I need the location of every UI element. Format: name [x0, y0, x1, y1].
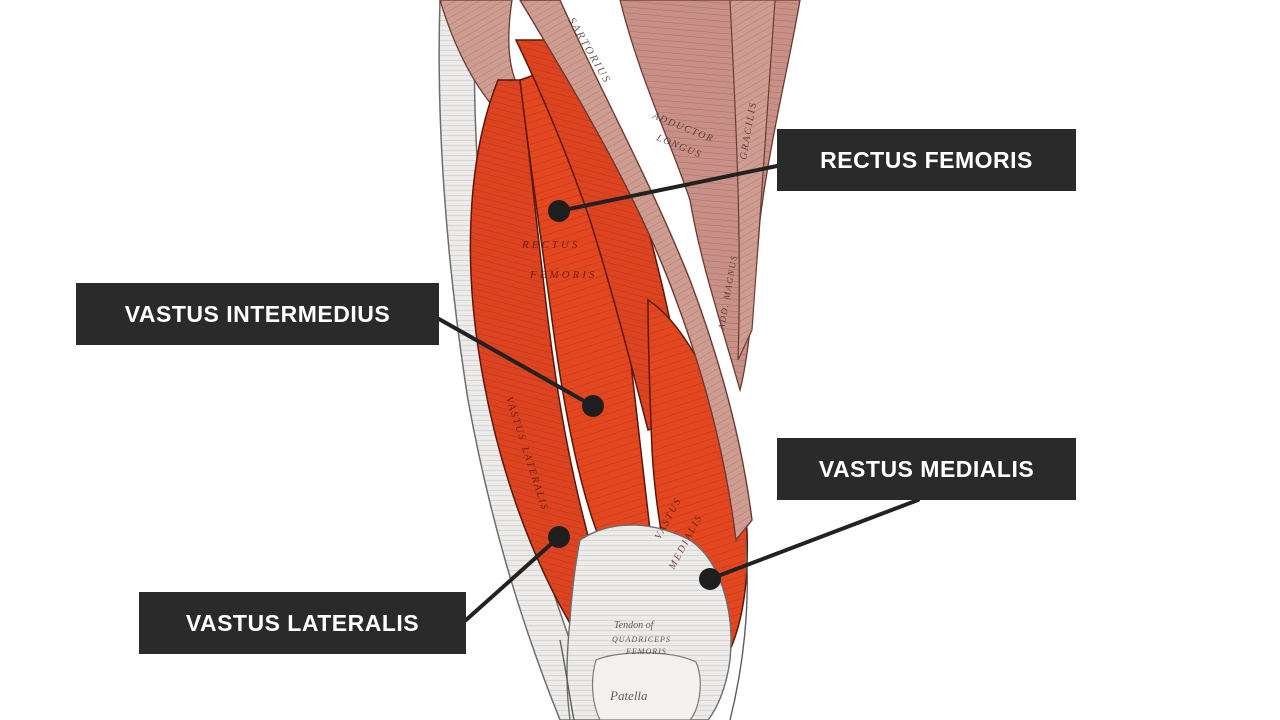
leader-line-vastus-medialis: [708, 498, 920, 581]
label-vastus-medialis-text: VASTUS MEDIALIS: [818, 455, 1035, 482]
pointer-dot-vastus-lateralis: [548, 526, 570, 548]
patella: [591, 652, 701, 720]
label-rectus-femoris-text: RECTUS FEMORIS: [820, 146, 1033, 173]
engraving-rectus-2: FEMORIS: [529, 269, 597, 281]
label-vastus-medialis: VASTUS MEDIALIS: [777, 438, 1076, 500]
label-vastus-intermedius: VASTUS INTERMEDIUS: [76, 283, 439, 345]
leader-line-vastus-intermedius: [437, 317, 595, 408]
gracilis-muscle: [729, 0, 776, 361]
pointer-dot-vastus-intermedius: [582, 395, 604, 417]
label-vastus-lateralis: VASTUS LATERALIS: [139, 592, 466, 654]
engraving-tendon-3: FEMORIS: [625, 647, 667, 656]
label-vastus-lateralis-text: VASTUS LATERALIS: [185, 609, 420, 636]
label-vastus-intermedius-text: VASTUS INTERMEDIUS: [124, 300, 391, 327]
knee-contour-medial: [729, 539, 749, 720]
leader-line-rectus-femoris: [557, 164, 779, 213]
pointer-dot-vastus-medialis: [699, 568, 721, 590]
engraving-rectus-1: RECTUS: [521, 239, 580, 251]
engraving-tendon-2: QUADRICEPS: [612, 635, 671, 644]
engraving-patella: Patella: [609, 688, 648, 703]
sartorius-muscle: [519, 0, 753, 542]
label-rectus-femoris: RECTUS FEMORIS: [777, 129, 1076, 191]
knee-contour: [559, 639, 575, 720]
engraving-tendon-1: Tendon of: [614, 620, 655, 631]
leader-line-vastus-lateralis: [464, 535, 561, 622]
pointer-dot-rectus-femoris: [548, 200, 570, 222]
